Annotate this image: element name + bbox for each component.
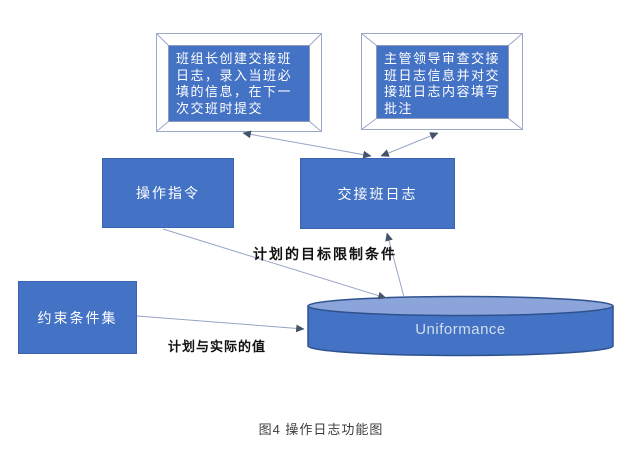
arrow-calloutright-shiftlog bbox=[380, 132, 439, 157]
node-shift-log: 交接班日志 bbox=[300, 158, 455, 229]
database-cylinder-shape bbox=[307, 295, 614, 357]
arrow-database-to-shiftlog bbox=[385, 232, 405, 298]
edge-label-plan-vs-actual: 计划与实际的值 bbox=[168, 339, 267, 354]
arrow-operation-to-database bbox=[162, 228, 387, 300]
callout-box-shift-leader: 班组长创建交接班日志，录入当班必填的信息，在下一次交班时提交 bbox=[168, 45, 310, 122]
arrow-constraint-to-database bbox=[136, 315, 305, 333]
figure-caption: 图4 操作日志功能图 bbox=[258, 422, 384, 437]
database-label: Uniformance bbox=[415, 321, 506, 338]
arrow-calloutleft-shiftlog bbox=[242, 130, 372, 159]
edge-label-plan-target-constraints: 计划的目标限制条件 bbox=[253, 246, 397, 262]
callout-box-supervisor: 主管领导审查交接班日志信息并对交接班日志内容填写批注 bbox=[376, 45, 509, 119]
node-operation-command: 操作指令 bbox=[102, 158, 234, 228]
connector-arrows bbox=[136, 130, 439, 333]
node-constraint-set: 约束条件集 bbox=[18, 281, 137, 354]
